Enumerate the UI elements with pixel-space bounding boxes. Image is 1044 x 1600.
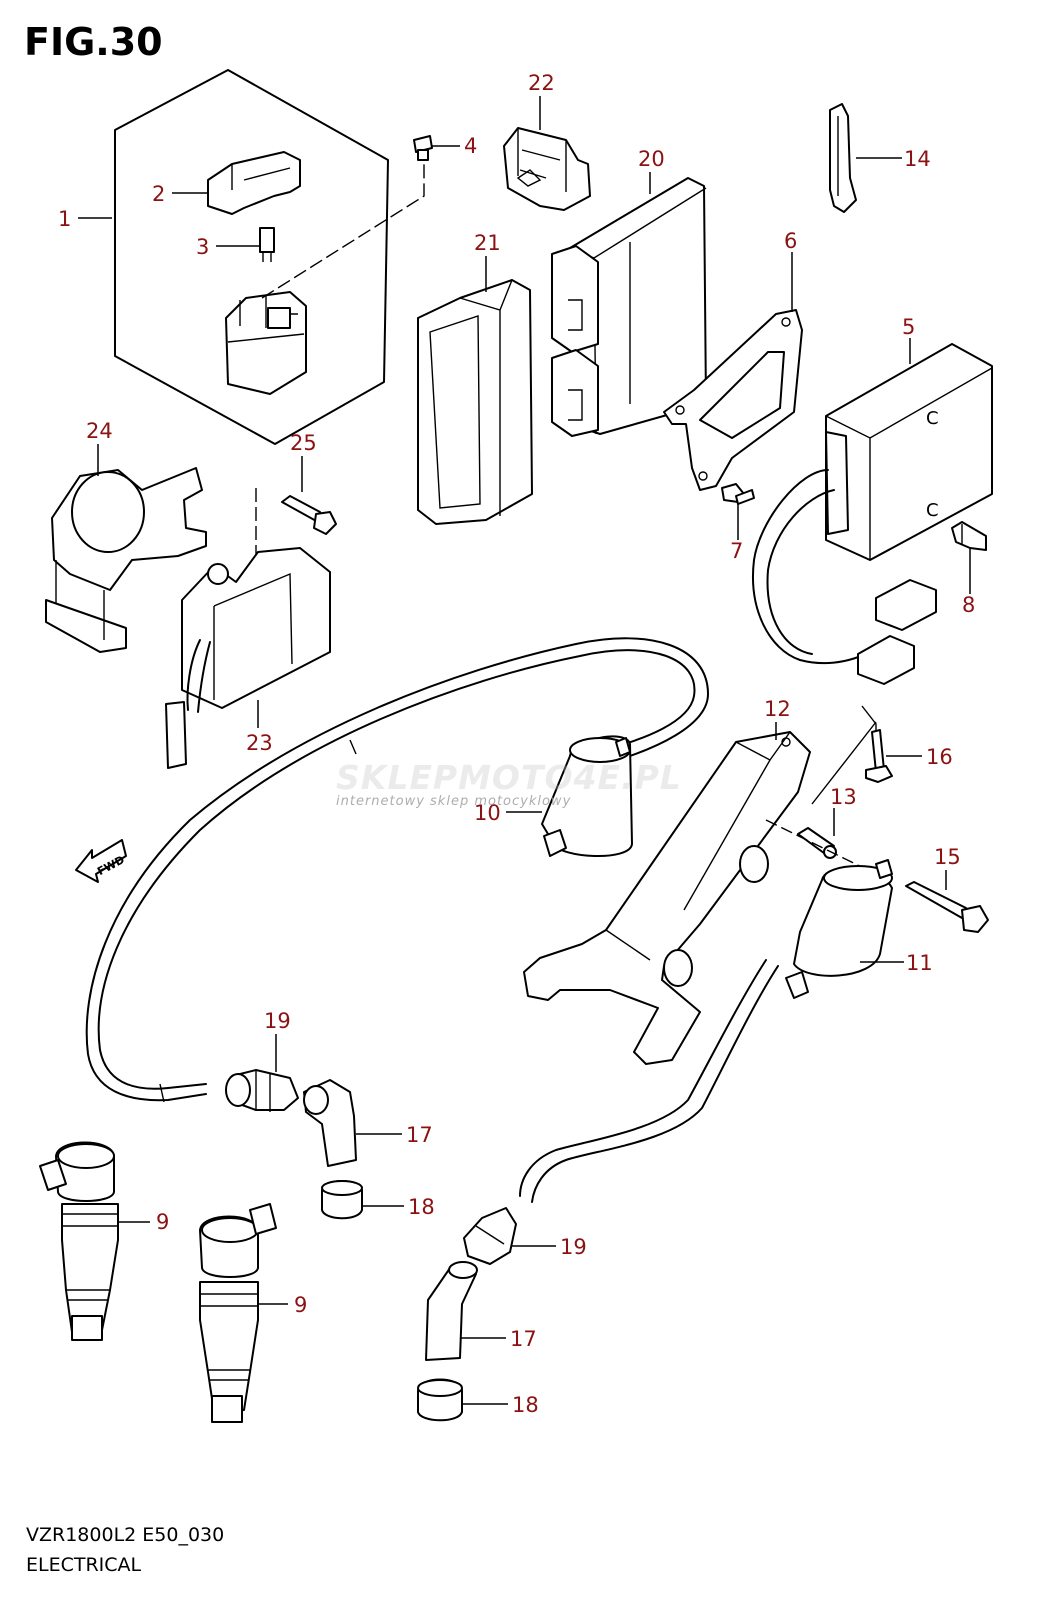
part-17b-plug-cap	[425, 1261, 478, 1361]
part-19b-boot	[463, 1207, 517, 1265]
figure-title: FIG.30	[24, 20, 163, 64]
part-9b-stick-coil	[199, 1203, 277, 1423]
callout-12: 12	[764, 697, 791, 721]
part-7-bolt	[721, 483, 755, 505]
callout-8: 8	[962, 593, 975, 617]
callout-14: 14	[904, 147, 931, 171]
svg-text:C: C	[926, 408, 939, 429]
ignition-lead-loop	[85, 637, 709, 1103]
callout-13: 13	[830, 785, 857, 809]
part-24-holder	[45, 467, 207, 653]
callout-18-lower: 18	[512, 1393, 539, 1417]
watermark-tagline: internetowy sklep motocyklowy	[336, 794, 572, 809]
footer-section-name: ELECTRICAL	[26, 1554, 142, 1576]
part-16-bolt	[865, 729, 893, 783]
leader-lines	[78, 96, 971, 1405]
callout-11: 11	[906, 951, 933, 975]
part-5-control-unit: C C	[752, 343, 993, 685]
callout-22: 22	[528, 71, 555, 95]
callout-17-upper: 17	[406, 1123, 433, 1147]
part-22-connector	[503, 127, 591, 211]
callout-23: 23	[246, 731, 273, 755]
callout-1: 1	[58, 207, 71, 231]
part-11-ignition-coil	[519, 859, 893, 1203]
part-23-sensor	[165, 547, 331, 769]
part-12-coil-bracket	[523, 731, 811, 1065]
svg-text:C: C	[926, 500, 939, 521]
part-14-strap	[829, 103, 857, 213]
callout-17-lower: 17	[510, 1327, 537, 1351]
callout-7: 7	[730, 539, 743, 563]
part-4-screw	[413, 135, 433, 161]
callout-4: 4	[464, 134, 477, 158]
part-19a-boot	[225, 1069, 299, 1112]
callout-10: 10	[474, 801, 501, 825]
callout-19-upper: 19	[264, 1009, 291, 1033]
part-20-ecm	[551, 177, 707, 437]
callout-18-upper: 18	[408, 1195, 435, 1219]
footer-model-code: VZR1800L2 E50_030	[26, 1524, 225, 1546]
watermark-logo: SKLEPMOTO4E.PL	[336, 758, 682, 797]
callout-9-lower: 9	[294, 1293, 307, 1317]
part-13-collar	[765, 705, 881, 877]
callout-9-upper: 9	[156, 1210, 169, 1234]
part-10-ignition-coil	[541, 735, 633, 858]
callout-16: 16	[926, 745, 953, 769]
part-18b-seal	[417, 1378, 463, 1422]
callout-21: 21	[474, 231, 501, 255]
callout-5: 5	[902, 315, 915, 339]
callout-24: 24	[86, 419, 113, 443]
callout-2: 2	[152, 182, 165, 206]
callout-15: 15	[934, 845, 961, 869]
callout-3: 3	[196, 235, 209, 259]
part-18a-seal	[321, 1180, 363, 1220]
part-15-bolt	[905, 881, 989, 933]
fwd-arrow-icon: FWD	[75, 839, 127, 883]
part-21-cushion	[417, 279, 533, 525]
callout-25: 25	[290, 431, 317, 455]
part-6-bracket	[663, 309, 803, 491]
part-17a-plug-cap	[303, 1079, 357, 1167]
callout-labels: 1 2 3 4 5 6 7 8 9 9 10 11 12 13 14 15 16…	[58, 71, 975, 1417]
part-1-relay-assembly	[114, 69, 425, 445]
part-9a-stick-coil	[39, 1141, 119, 1341]
callout-6: 6	[784, 229, 797, 253]
callout-20: 20	[638, 147, 665, 171]
part-8-bolt	[951, 521, 987, 551]
callout-19-lower: 19	[560, 1235, 587, 1259]
